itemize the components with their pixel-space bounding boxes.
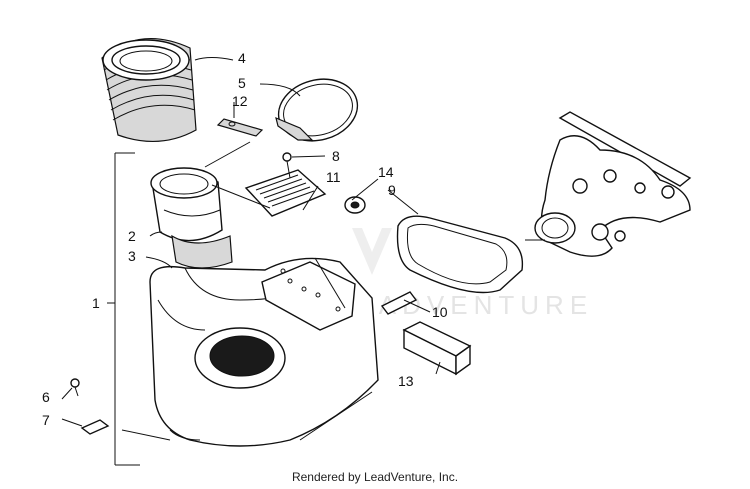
latch [380,291,418,315]
intake-duct [396,215,524,294]
callout-1: 1 [92,295,100,311]
hose-clip [344,196,366,214]
callout-9: 9 [388,182,396,198]
watermark-logo [352,228,392,275]
callout-8: 8 [332,148,340,164]
small-clip [80,419,110,435]
leader-lines [61,57,545,466]
callout-5: 5 [238,75,246,91]
clamp [275,78,359,142]
callout-2: 2 [128,228,136,244]
airbox-body [149,257,379,447]
screw [282,152,292,179]
callout-11: 11 [326,169,341,185]
callout-12: 12 [232,93,248,109]
watermark: LEADVENTURE [335,290,594,320]
callout-4: 4 [238,50,246,66]
callout-3: 3 [128,248,136,264]
callout-6: 6 [42,389,50,405]
footer-credit: Rendered by LeadVenture, Inc. [291,470,459,484]
decal [244,169,327,217]
callout-13: 13 [398,373,414,389]
bellows-boot [101,37,197,142]
callout-10: 10 [432,304,448,320]
callout-7: 7 [42,412,50,428]
small-bracket [216,118,264,137]
intake-adapter [150,167,233,269]
callout-14: 14 [378,164,394,180]
small-screw [70,378,80,397]
foam-block [402,321,472,376]
throttle-body-assembly [534,111,692,257]
